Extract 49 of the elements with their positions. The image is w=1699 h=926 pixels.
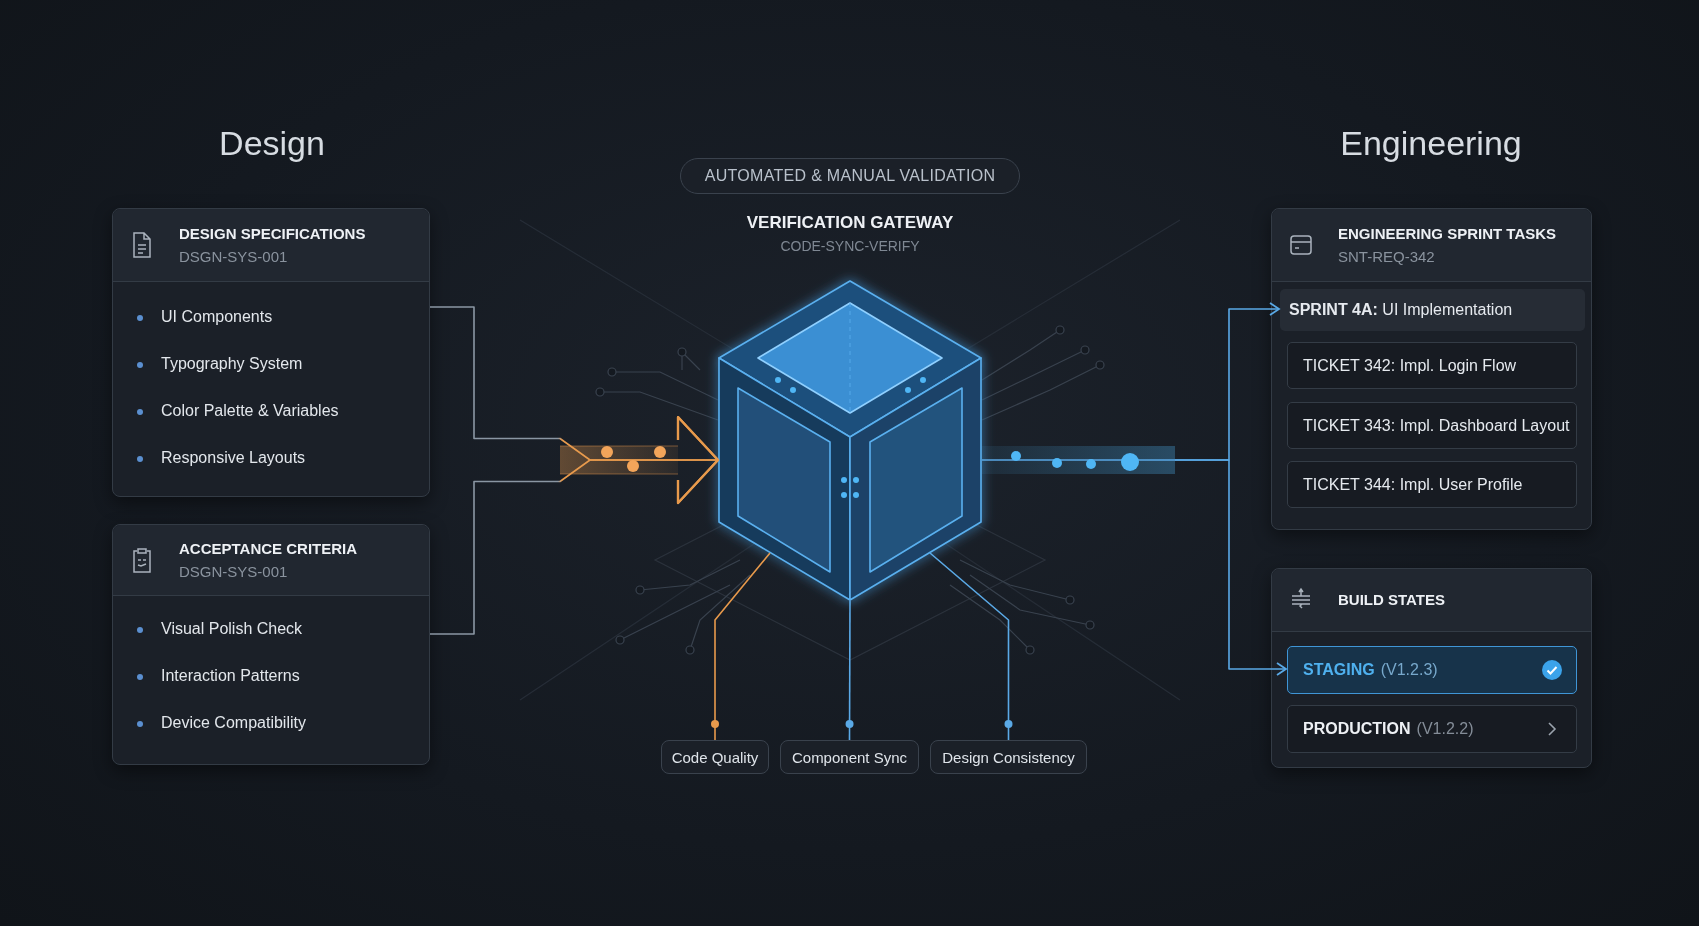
tag-label: Component Sync: [791, 748, 908, 766]
tag-pill: [930, 740, 1087, 774]
build-state-row: [1287, 646, 1577, 694]
list-item: Interaction Patterns: [161, 667, 300, 685]
list-item: UI Components: [161, 308, 273, 326]
ticket-label: TICKET 343: Impl. Dashboard Layout: [1303, 416, 1570, 435]
tag-label: Code Quality: [671, 748, 759, 766]
list-item: Device Compatibility: [161, 714, 306, 732]
ticket-label: TICKET 342: Impl. Login Flow: [1303, 356, 1517, 375]
sprint-row: [1280, 289, 1585, 331]
card-panel: [112, 524, 430, 765]
connector-line: [929, 552, 1013, 741]
build-state-row: [1287, 705, 1577, 753]
build-name: PRODUCTION: [1303, 720, 1411, 738]
build-name: STAGING: [1303, 661, 1375, 679]
connector-line: [711, 552, 771, 741]
list-item: Typography System: [161, 355, 303, 373]
tag-pill: [780, 740, 919, 774]
card-title: ENGINEERING SPRINT TASKS: [1338, 225, 1557, 242]
card-id: DSGN-SYS-001: [179, 563, 288, 580]
connector-line: [845, 600, 854, 741]
sprint-label: SPRINT 4A: UI Implementation: [1289, 301, 1513, 319]
ticket-row: [1287, 461, 1577, 508]
card-id: DSGN-SYS-001: [179, 248, 288, 265]
column-heading: Design: [219, 124, 325, 163]
card-title: ACCEPTANCE CRITERIA: [179, 540, 358, 557]
ticket-label: TICKET 344: Impl. User Profile: [1303, 475, 1523, 494]
build-version: (V1.2.3): [1380, 661, 1438, 679]
ticket-row: [1287, 342, 1577, 389]
connector-line: [1174, 459, 1287, 676]
column-heading: Engineering: [1340, 124, 1522, 163]
card-title: DESIGN SPECIFICATIONS: [179, 225, 366, 242]
tag-pill: [680, 158, 1020, 194]
tag-label: AUTOMATED & MANUAL VALIDATION: [704, 167, 996, 185]
gateway-title: VERIFICATION GATEWAY: [745, 213, 955, 233]
card-panel: [1271, 568, 1592, 768]
list-item: Color Palette & Variables: [161, 402, 339, 420]
list-item: Responsive Layouts: [161, 449, 306, 467]
gateway-code: CODE-SYNC-VERIFY: [779, 238, 921, 254]
list-item: Visual Polish Check: [161, 620, 303, 638]
card-panel: [112, 208, 430, 497]
card-id: SNT-REQ-342: [1338, 248, 1435, 265]
card-panel: [1271, 208, 1592, 530]
card-title: BUILD STATES: [1338, 591, 1445, 608]
flow-arrow: [981, 446, 1176, 474]
ticket-row: [1287, 402, 1577, 449]
tag-label: Design Consistency: [942, 748, 1075, 766]
tag-pill: [661, 740, 769, 774]
build-version: (V1.2.2): [1416, 720, 1474, 738]
